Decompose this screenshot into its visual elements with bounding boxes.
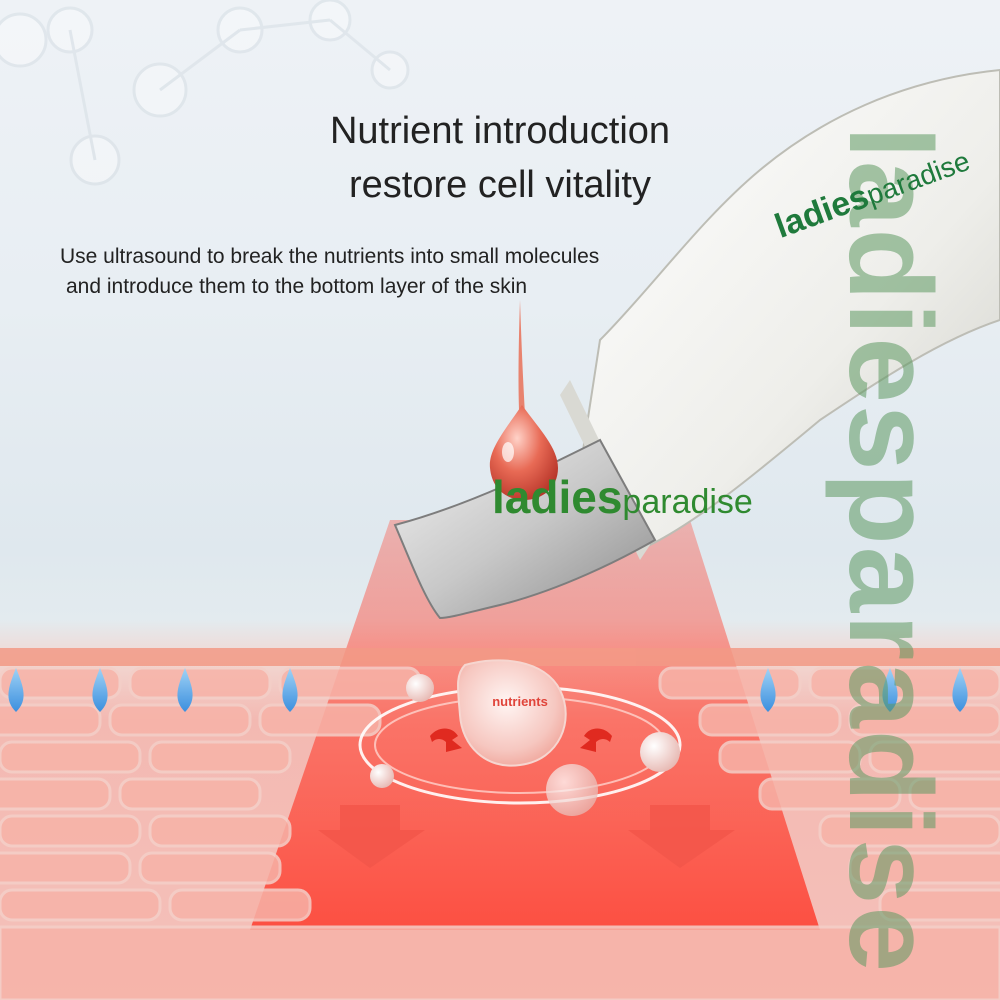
brand-logo-part2: paradise (622, 483, 753, 521)
nutrients-label: nutrients (492, 694, 548, 709)
nutrient-orbit (358, 659, 682, 816)
penetration-arrows (318, 805, 735, 868)
description-line-2: and introduce them to the bottom layer o… (66, 275, 528, 298)
ultrasonic-scrubber-device (393, 68, 1000, 620)
brand-logo: ladiesparadise (492, 470, 753, 524)
water-droplets (8, 668, 968, 712)
headline-line-2: restore cell vitality (349, 164, 651, 206)
headline-line-1: Nutrient introduction (329, 110, 671, 152)
nutrient-drop (489, 300, 558, 500)
description-line-1: Use ultrasound to break the nutrients in… (60, 245, 600, 268)
molecule-decoration (0, 0, 410, 186)
brand-logo-part1: ladies (492, 471, 623, 523)
